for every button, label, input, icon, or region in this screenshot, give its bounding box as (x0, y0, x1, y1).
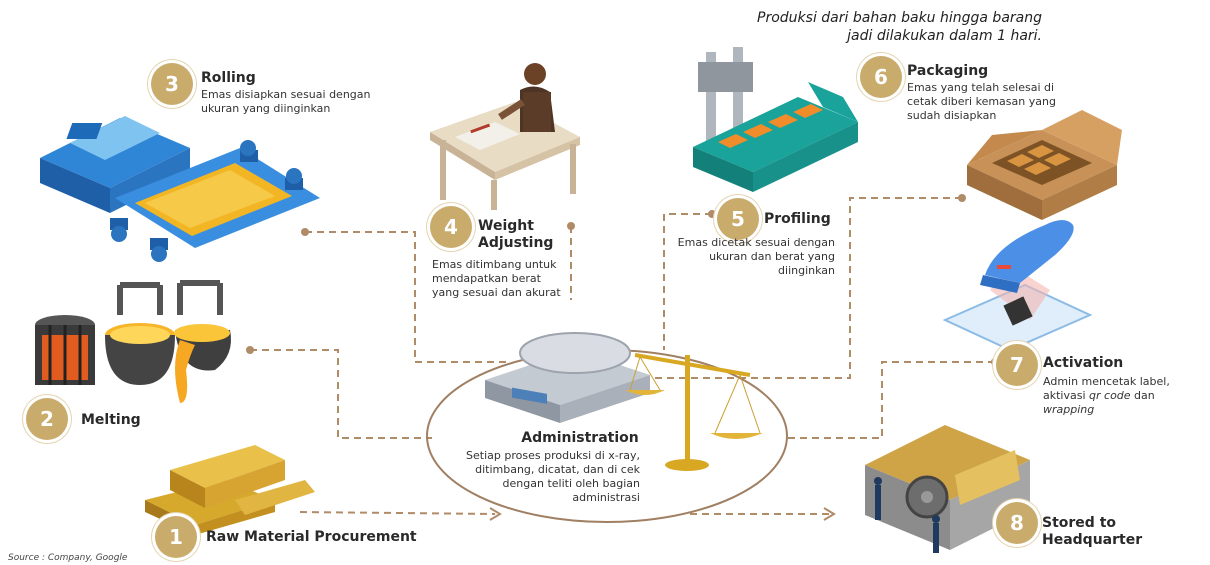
production-note: Produksi dari bahan baku hingga barang j… (740, 9, 1042, 45)
admin-desc-line1: Setiap proses produksi di x-ray, (466, 449, 640, 462)
profiling-machine-icon (693, 47, 858, 192)
step-title-weight-adjusting: Weight Adjusting (478, 218, 553, 252)
vault-icon (865, 425, 1030, 553)
activation-line3-em: wrapping (1043, 403, 1095, 416)
step-desc-activation-line2: aktivasi qr code dan (1043, 389, 1170, 403)
step-desc-activation-line1: Admin mencetak label, (1043, 375, 1170, 388)
activation-line2-pre: aktivasi (1043, 389, 1090, 402)
step-desc-weight-line2: mendapatkan berat (432, 272, 541, 285)
admin-desc-line3: dengan teliti oleh bagian (502, 477, 640, 490)
step-title-weight-adjusting-line1: Weight (478, 218, 534, 234)
step-desc-packaging-line1: Emas yang telah selesai di (907, 81, 1055, 94)
gold-bars-icon (145, 445, 315, 535)
step-desc-weight-line3: yang sesuai dan akurat (432, 286, 561, 299)
admin-desc-line2: ditimbang, dicatat, dan di cek (475, 463, 640, 476)
step-badge-2: 2 (26, 398, 68, 440)
step-badge-8: 8 (996, 502, 1038, 544)
step-badge-5: 5 (717, 198, 759, 240)
admin-title: Administration (521, 430, 639, 446)
step-title-rolling: Rolling (201, 70, 256, 86)
step-title-stored: Stored to Headquarter (1042, 515, 1143, 548)
step-desc-rolling-line1: Emas disiapkan sesuai dengan (201, 88, 371, 101)
step-title-activation: Activation (1043, 355, 1124, 371)
activation-line2-em: qr code (1089, 389, 1131, 402)
step-title-raw-material: Raw Material Procurement (206, 529, 417, 545)
step-title-weight-adjusting-line2: Adjusting (478, 235, 554, 251)
step-desc-profiling-line3: diinginkan (778, 264, 835, 277)
step-badge-7: 7 (996, 344, 1038, 386)
step-desc-weight-adjusting: Emas ditimbang untuk mendapatkan berat y… (432, 258, 561, 300)
step-badge-1: 1 (155, 516, 197, 558)
step-badge-6: 6 (860, 56, 902, 98)
barcode-scanner-icon (942, 220, 1093, 352)
production-note-line1: Produksi dari bahan baku hingga barang (757, 10, 1042, 26)
step-desc-rolling: Emas disiapkan sesuai dengan ukuran yang… (201, 88, 370, 116)
step-desc-packaging-line2: cetak diberi kemasan yang (907, 95, 1056, 108)
step-title-melting: Melting (81, 412, 141, 428)
melting-crucibles-icon (35, 280, 231, 403)
worker-at-desk-icon (430, 63, 580, 210)
step-desc-activation: Admin mencetak label, aktivasi qr code d… (1043, 375, 1170, 417)
step-badge-3: 3 (151, 63, 193, 105)
step-desc-profiling-line2: ukuran dan berat yang (709, 250, 835, 263)
step-desc-profiling-line1: Emas dicetak sesuai dengan (677, 236, 835, 249)
step-badge-4: 4 (430, 206, 472, 248)
step-desc-profiling: Emas dicetak sesuai dengan ukuran dan be… (660, 236, 835, 278)
activation-line2-post: dan (1130, 389, 1155, 402)
step-desc-packaging: Emas yang telah selesai di cetak diberi … (907, 81, 1056, 123)
step-desc-activation-line3: wrapping (1043, 403, 1170, 417)
source-note: Source : Company, Google (8, 553, 128, 563)
rolling-machine-icon (40, 116, 320, 262)
step-title-profiling: Profiling (764, 211, 831, 227)
digital-scale-icon (485, 332, 650, 423)
admin-desc: Setiap proses produksi di x-ray, ditimba… (440, 449, 640, 505)
packaging-box-icon (967, 110, 1122, 220)
balance-scale-icon (625, 353, 763, 471)
step-desc-rolling-line2: ukuran yang diinginkan (201, 102, 331, 115)
production-note-line2: jadi dilakukan dalam 1 hari. (847, 28, 1042, 44)
step-desc-weight-line1: Emas ditimbang untuk (432, 258, 557, 271)
step-title-packaging: Packaging (907, 63, 989, 79)
step-desc-packaging-line3: sudah disiapkan (907, 109, 997, 122)
admin-desc-line4: administrasi (572, 491, 640, 504)
